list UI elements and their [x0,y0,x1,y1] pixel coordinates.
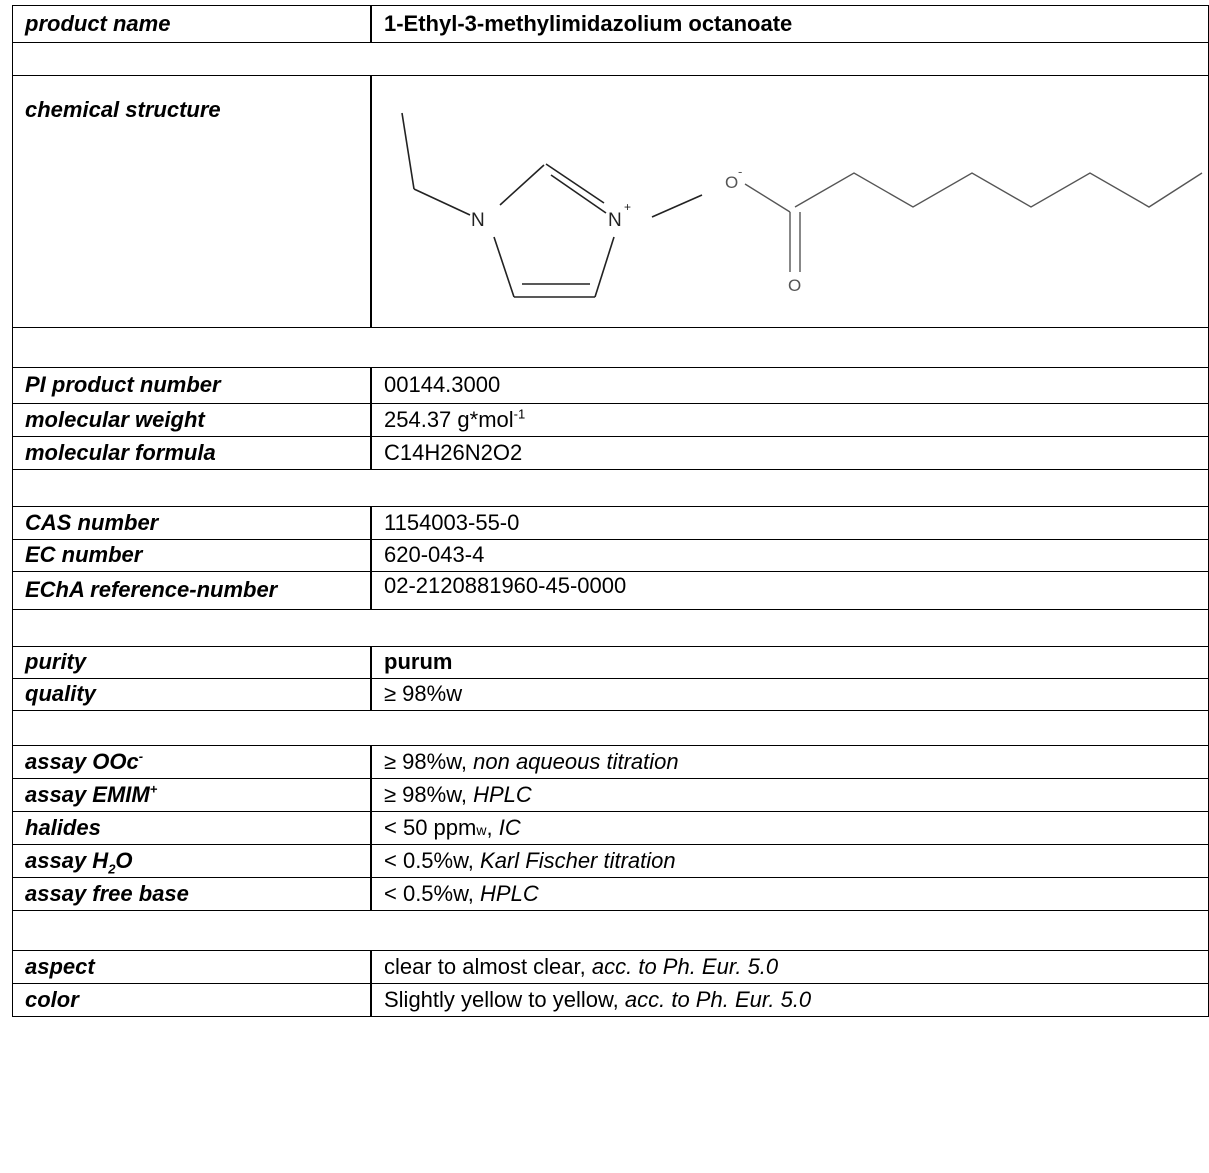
structure-cell: N N + O - O [370,75,1209,328]
value-pi-product-number: 00144.3000 [370,367,1209,404]
imidazolium-bonds [401,112,703,298]
atom-o-bottom: O [788,276,801,295]
row-pi-product-number: PI product number 00144.3000 [12,367,1209,404]
row-chemical-structure: chemical structure [12,75,1209,328]
halides-method: IC [498,814,521,840]
label-assay-emim: assay EMIM+ [12,778,372,812]
label-molecular-weight: molecular weight [12,403,372,437]
label-chemical-structure: chemical structure [12,75,372,328]
halides-unit-sub: w [476,821,487,838]
label-h2o-post: O [115,847,133,873]
label-purity: purity [12,646,372,679]
row-assay-free-base: assay free base < 0.5%w, HPLC [12,877,1209,911]
label-halides: halides [12,811,372,845]
octanoate-bonds [744,171,1203,272]
value-molecular-formula: C14H26N2O2 [370,436,1209,470]
label-assay-ooc: assay OOc- [12,745,372,779]
value-aspect: clear to almost clear, acc. to Ph. Eur. … [370,950,1209,984]
label-assay-free-base: assay free base [12,877,372,911]
spacer-row [12,609,1209,647]
value-halides: < 50 ppmw, IC [370,811,1209,845]
row-molecular-weight: molecular weight 254.37 g*mol-1 [12,403,1209,437]
row-ec-number: EC number 620-043-4 [12,539,1209,572]
row-product-name: product name 1-Ethyl-3-methylimidazolium… [12,5,1209,43]
value-product-name: 1-Ethyl-3-methylimidazolium octanoate [370,5,1209,43]
row-color: color Slightly yellow to yellow, acc. to… [12,983,1209,1017]
label-quality: quality [12,678,372,711]
spacer-row [12,710,1209,746]
value-assay-emim: ≥ 98%w, HPLC [370,778,1209,812]
label-h2o-sub: 2 [108,861,116,877]
mw-exponent: -1 [513,406,526,422]
value-purity: purum [370,646,1209,679]
atom-o-top-charge: - [738,164,742,179]
spacer-row [12,469,1209,507]
row-assay-h2o: assay H2O < 0.5%w, Karl Fischer titratio… [12,844,1209,878]
row-aspect: aspect clear to almost clear, acc. to Ph… [12,950,1209,984]
value-molecular-weight: 254.37 g*mol-1 [370,403,1209,437]
value-assay-h2o: < 0.5%w, Karl Fischer titration [370,844,1209,878]
label-assay-emim-text: assay EMIM [25,781,150,807]
product-spec-table: product name 1-Ethyl-3-methylimidazolium… [12,5,1209,1017]
atom-n2-charge: + [624,200,631,214]
value-ec-number: 620-043-4 [370,539,1209,572]
value-quality: ≥ 98%w [370,678,1209,711]
label-pi-product-number: PI product number [12,367,372,404]
value-echa-number: 02-2120881960-45-0000 [370,571,1209,610]
row-halides: halides < 50 ppmw, IC [12,811,1209,845]
value-assay-free-base: < 0.5%w, HPLC [370,877,1209,911]
color-method: acc. to Ph. Eur. 5.0 [624,986,812,1012]
row-assay-emim: assay EMIM+ ≥ 98%w, HPLC [12,778,1209,812]
value-color: Slightly yellow to yellow, acc. to Ph. E… [370,983,1209,1017]
label-color: color [12,983,372,1017]
label-cas-number: CAS number [12,506,372,540]
mw-value: 254.37 g*mol [384,406,514,432]
aspect-value: clear to almost clear, [384,953,592,979]
color-value: Slightly yellow to yellow, [384,986,625,1012]
assay-emim-method: HPLC [473,781,532,807]
halides-value: < 50 ppm [384,814,477,840]
label-assay-emim-charge: + [149,781,158,797]
label-assay-ooc-text: assay OOc [25,748,139,774]
atom-o-top: O [725,173,738,192]
row-assay-ooc: assay OOc- ≥ 98%w, non aqueous titration [12,745,1209,779]
atom-n1: N [471,210,485,231]
spacer-row [12,42,1209,76]
assay-emim-value: ≥ 98%w, [384,781,474,807]
spacer-row [12,910,1209,951]
label-assay-h2o: assay H2O [12,844,372,878]
value-cas-number: 1154003-55-0 [370,506,1209,540]
halides-separator: , [486,814,499,840]
label-product-name: product name [12,5,372,43]
label-echa-number: EChA reference-number [12,571,372,610]
row-purity: purity purum [12,646,1209,679]
assay-ooc-value: ≥ 98%w, [384,748,474,774]
value-assay-ooc: ≥ 98%w, non aqueous titration [370,745,1209,779]
spacer-row [12,327,1209,368]
row-echa-number: EChA reference-number 02-2120881960-45-0… [12,571,1209,610]
label-molecular-formula: molecular formula [12,436,372,470]
assay-free-base-method: HPLC [480,880,539,906]
label-ec-number: EC number [12,539,372,572]
assay-h2o-method: Karl Fischer titration [480,847,676,873]
assay-h2o-value: < 0.5%w, [384,847,481,873]
aspect-method: acc. to Ph. Eur. 5.0 [591,953,779,979]
row-molecular-formula: molecular formula C14H26N2O2 [12,436,1209,470]
assay-free-base-value: < 0.5%w, [384,880,481,906]
label-h2o-pre: assay H [25,847,109,873]
row-cas-number: CAS number 1154003-55-0 [12,506,1209,540]
assay-ooc-method: non aqueous titration [473,748,679,774]
chemical-structure-drawing: N N + O - O [401,112,1203,298]
row-quality: quality ≥ 98%w [12,678,1209,711]
atom-n2: N [608,210,622,231]
label-aspect: aspect [12,950,372,984]
label-assay-ooc-charge: - [138,748,144,764]
